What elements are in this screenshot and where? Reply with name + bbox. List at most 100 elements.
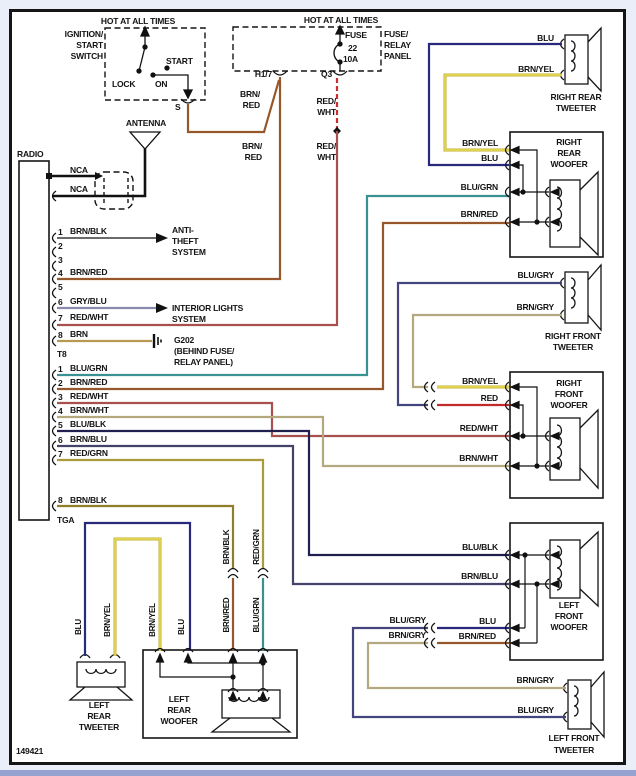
rr-tweeter-name-1: RIGHT REAR xyxy=(550,92,602,102)
wire-red-wht-rf xyxy=(57,401,509,438)
ignition-start-label: START xyxy=(166,56,193,66)
conn2-wire-label: BLU/BLK xyxy=(70,419,106,429)
conn2-wire-label: BLU/GRN xyxy=(70,363,108,373)
rf-woofer-name-3: WOOFER xyxy=(550,400,588,410)
rf-tweeter-name-1: RIGHT FRONT xyxy=(545,331,601,341)
h17-terminal-arc xyxy=(272,70,288,76)
right-rear-woofer-speaker-icon xyxy=(544,170,599,257)
component-boxes xyxy=(18,131,604,739)
antenna-coax-wire xyxy=(53,148,147,198)
lr-vertical-brn-red-label: BRN/RED xyxy=(222,597,231,633)
wire-brn-gry-lf-tweeter xyxy=(366,641,566,690)
interior-lights-2: SYSTEM xyxy=(172,314,206,324)
ignition-wiper-arrow-icon xyxy=(139,25,151,37)
ground-name: G202 xyxy=(174,335,194,345)
left-front-tweeter-icon xyxy=(562,670,605,739)
lr-woofer-name-3: WOOFER xyxy=(160,716,198,726)
wire-blu-blk-lf xyxy=(57,429,509,557)
feed-brn-red-a2: RED xyxy=(242,100,261,110)
anti-theft-3: SYSTEM xyxy=(172,247,206,257)
lr-vertical-brn-yel-label: BRN/YEL xyxy=(103,603,112,637)
left-front-woofer-box xyxy=(509,522,604,661)
conn2-pin-number: 8 xyxy=(58,495,63,505)
conn1-pin-number: 5 xyxy=(58,282,63,292)
lf-woofer-blu-label: BLU xyxy=(479,616,496,626)
anti-theft-1: ANTI- xyxy=(172,225,194,235)
lr-vertical-blu-label: BLU xyxy=(177,619,186,635)
rr-tweeter-name-2: TWEETER xyxy=(555,103,597,113)
ignition-name-1: IGNITION/ xyxy=(64,29,104,39)
wire-blu-rr-tweeter xyxy=(427,42,562,167)
radio-box xyxy=(18,160,50,521)
conn1-wire-label: RED/WHT xyxy=(70,312,109,322)
left-rear-tweeter-icon xyxy=(68,653,134,701)
hot-at-all-times-left: HOT AT ALL TIMES xyxy=(100,16,176,26)
conn1-wire-label: BRN/BLK xyxy=(70,226,107,236)
lf-tweeter-blu-gry-label: BLU/GRY xyxy=(517,705,554,715)
conn2-pin-number: 3 xyxy=(58,392,63,402)
wire-red-wht-feed xyxy=(57,131,339,327)
radio-pin-arcs xyxy=(51,232,57,512)
conn1-pin-number: 3 xyxy=(58,255,63,265)
lf-branch-brn-gry-label: BRN/GRY xyxy=(388,630,427,640)
figure-number: 149421 xyxy=(16,746,44,756)
feed-red-wht-b2: WHT xyxy=(317,152,336,162)
rr-tweeter-brn-yel-label: BRN/YEL xyxy=(518,64,554,74)
conn2-pin-number: 7 xyxy=(58,449,63,459)
connector-brn-red-lf xyxy=(423,637,436,649)
lf-tweeter-name-2: TWEETER xyxy=(553,745,595,755)
ground-loc-1: (BEHIND FUSE/ xyxy=(174,346,235,356)
right-front-tweeter-icon xyxy=(559,263,602,332)
antenna-adapter-box xyxy=(94,171,134,210)
ignition-switch-box xyxy=(104,27,206,101)
feed-red-wht-b1: RED/ xyxy=(316,141,336,151)
feed-red-wht-a1: RED/ xyxy=(316,96,336,106)
fuse-relay-panel-box xyxy=(232,26,382,72)
nca-label-top: NCA xyxy=(70,165,88,175)
ground-loc-2: RELAY PANEL) xyxy=(174,357,233,367)
fuse-amps: 10A xyxy=(343,54,358,64)
lf-woofer-brn-blu-label: BRN/BLU xyxy=(461,571,498,581)
left-front-woofer-speaker-icon xyxy=(544,530,599,608)
wire-brn-wht-rf xyxy=(57,415,509,468)
connector-blu-grn-lr xyxy=(257,567,269,579)
lr-vertical-brn-yel-label: BRN/YEL xyxy=(148,603,157,637)
antenna-leads xyxy=(46,131,162,202)
fuse-panel-name-1: FUSE/ xyxy=(384,29,409,39)
fuse-number: 22 xyxy=(348,43,358,53)
right-rear-tweeter-icon xyxy=(559,26,602,93)
s-terminal-arc xyxy=(180,98,196,104)
wires xyxy=(57,42,566,719)
lr-vertical-red-grn-label: RED/GRN xyxy=(252,529,261,565)
rf-woofer-name-2: FRONT xyxy=(554,389,584,399)
left-rear-woofer-speaker-icon xyxy=(210,687,292,733)
wire-blu-gry-rf-tweeter xyxy=(396,281,562,407)
conn1-wire-label: BRN xyxy=(70,329,88,339)
h17-terminal-label: H1/7 xyxy=(254,69,272,79)
lf-branch-blu-gry-label: BLU/GRY xyxy=(389,615,426,625)
conn2-pin-number: 5 xyxy=(58,420,63,430)
nca-arrowhead xyxy=(95,172,103,180)
rf-woofer-red-wht-label: RED/WHT xyxy=(459,423,498,433)
lf-woofer-name-1: LEFT xyxy=(558,600,580,610)
connector-brn-yel-rf xyxy=(423,381,436,393)
lr-vertical-blu-label: BLU xyxy=(74,619,83,635)
conn2-tag: TGA xyxy=(57,515,75,525)
conn1-pin-number: 6 xyxy=(58,297,63,307)
lr-woofer-name-1: LEFT xyxy=(168,694,190,704)
fuse-panel-name-3: PANEL xyxy=(384,51,412,61)
wire-blu-grn-rr xyxy=(57,194,509,377)
feed-brn-red-b2: RED xyxy=(244,152,263,162)
wire-brn-blu-lf xyxy=(57,444,509,586)
conn2-pin-number: 2 xyxy=(58,378,63,388)
interior-lights-1: INTERIOR LIGHTS xyxy=(172,303,244,313)
lr-woofer-name-2: REAR xyxy=(167,705,191,715)
conn1-pin-number: 2 xyxy=(58,241,63,251)
ignition-name-2: START xyxy=(76,40,103,50)
fuse-panel-name-2: RELAY xyxy=(384,40,412,50)
lf-tweeter-name-1: LEFT FRONT xyxy=(548,733,600,743)
lr-tweeter-name-2: REAR xyxy=(87,711,111,721)
lf-woofer-name-3: WOOFER xyxy=(550,622,588,632)
feed-brn-red-b1: BRN/ xyxy=(242,141,262,151)
